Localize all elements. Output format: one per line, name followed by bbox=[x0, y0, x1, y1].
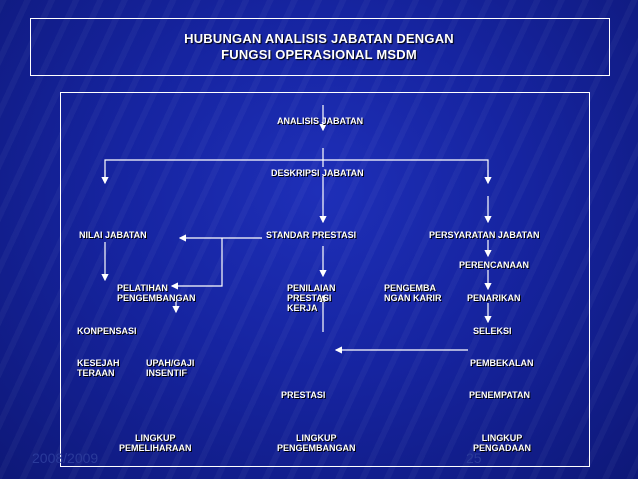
footer-page-number: 25 bbox=[466, 450, 482, 466]
node-penempatan: PENEMPATAN bbox=[469, 390, 531, 400]
node-pelatihan-pengembangan: PELATIHAN PENGEMBANGAN bbox=[117, 283, 196, 303]
node-kesejahteraan: KESEJAH TERAAN bbox=[77, 358, 120, 378]
node-pembekalan: PEMBEKALAN bbox=[470, 358, 534, 368]
title-frame bbox=[30, 18, 610, 76]
diagram-frame bbox=[60, 92, 590, 467]
node-persyaratan-jabatan: PERSYARATAN JABATAN bbox=[429, 230, 540, 240]
node-perencanaan: PERENCANAAN bbox=[459, 260, 530, 270]
slide-title-line-1: HUBUNGAN ANALISIS JABATAN DENGAN bbox=[184, 31, 454, 46]
node-penarikan: PENARIKAN bbox=[467, 293, 521, 303]
node-lingkup-pengadaan: LINGKUP PENGADAAN bbox=[473, 433, 532, 453]
footer-year: 2008/2009 bbox=[32, 450, 99, 466]
node-deskripsi-jabatan: DESKRIPSI JABATAN bbox=[271, 168, 364, 178]
arrow-to-pelatihan bbox=[170, 238, 223, 290]
node-lingkup-pengembangan: LINGKUP PENGEMBANGAN bbox=[277, 433, 356, 453]
node-penilaian-prestasi-kerja: PENILAIAN PRESTASI KERJA bbox=[287, 283, 336, 313]
slide-title-line-2: FUNGSI OPERASIONAL MSDM bbox=[221, 47, 417, 62]
node-konpensasi: KONPENSASI bbox=[77, 326, 137, 336]
node-pengembangan-karir: PENGEMBA NGAN KARIR bbox=[384, 283, 442, 303]
node-upah-gaji-insentif: UPAH/GAJI INSENTIF bbox=[146, 358, 195, 378]
node-prestasi: PRESTASI bbox=[281, 390, 326, 400]
node-analisis-jabatan: ANALISIS JABATAN bbox=[277, 116, 364, 126]
node-lingkup-pemeliharaan: LINGKUP PEMELIHARAAN bbox=[119, 433, 192, 453]
node-seleksi: SELEKSI bbox=[473, 326, 512, 336]
node-standar-prestasi: STANDAR PRESTASI bbox=[266, 230, 357, 240]
node-nilai-jabatan: NILAI JABATAN bbox=[79, 230, 147, 240]
